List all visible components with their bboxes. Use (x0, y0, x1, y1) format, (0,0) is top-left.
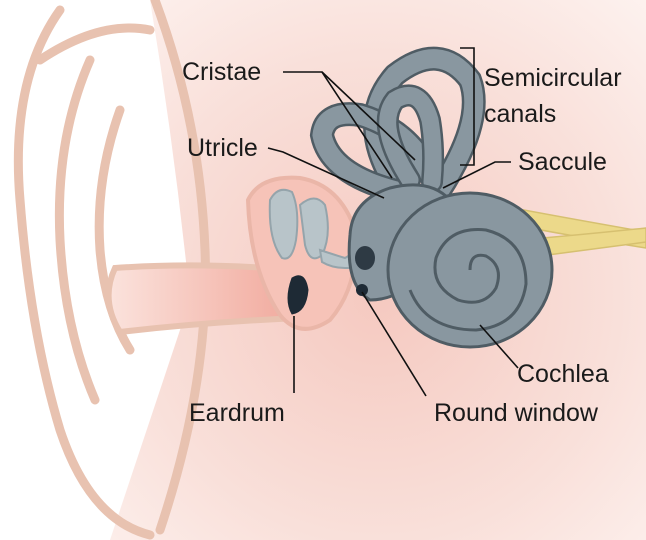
label-utricle: Utricle (187, 134, 258, 162)
semicircular-canals (309, 46, 486, 204)
leader-lines (267, 47, 519, 397)
cristae-leader-2 (321, 71, 416, 161)
semicircular-bracket (460, 47, 475, 166)
label-eardrum: Eardrum (189, 399, 285, 427)
cochlea (386, 191, 554, 349)
utricle-leader (267, 147, 385, 199)
round-window-leader (361, 291, 427, 397)
oval-window (355, 246, 375, 270)
ear-canal (105, 262, 304, 336)
label-canals: canals (484, 100, 556, 128)
label-cristae: Cristae (182, 58, 261, 86)
saccule-leader (442, 161, 511, 189)
label-cochlea: Cochlea (517, 360, 609, 388)
label-semicircular: Semicircular (484, 64, 622, 92)
eardrum (287, 275, 309, 315)
round-window (356, 284, 368, 296)
cochlea-leader (479, 324, 519, 369)
label-saccule: Saccule (518, 148, 607, 176)
label-round-window: Round window (434, 399, 599, 427)
